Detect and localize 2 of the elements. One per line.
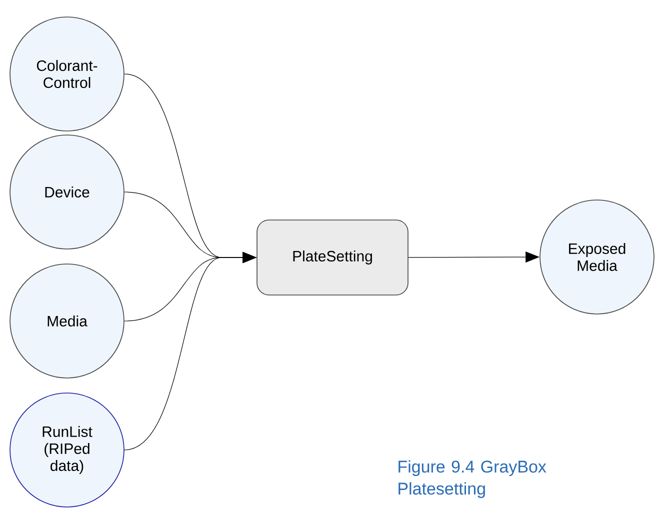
process-box: PlateSetting [256,220,408,296]
figure-caption: Figure 9.4 GrayBox Platesetting [398,460,546,498]
